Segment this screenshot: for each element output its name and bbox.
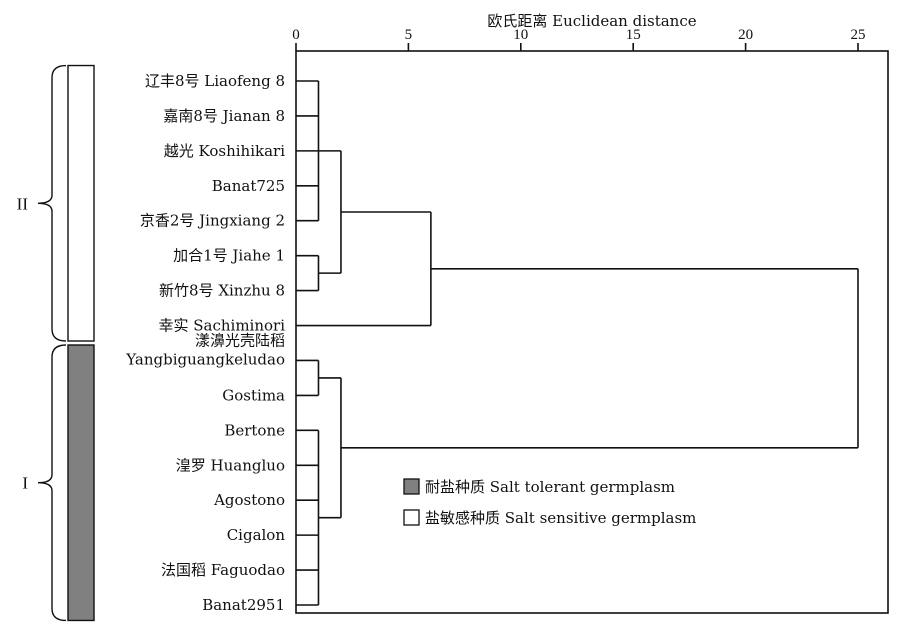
legend-swatch [403, 509, 420, 526]
legend-entry: 盐敏感种质 Salt sensitive germplasm [425, 509, 696, 527]
legend-entry: 耐盐种质 Salt tolerant germplasm [425, 478, 675, 496]
leaf-label: 加合1号 Jiahe 1 [173, 247, 285, 265]
axis-title: 欧氏距离 Euclidean distance [487, 12, 696, 30]
leaf-label: Gostima [222, 386, 285, 404]
leaf-label-line2: Yangbiguangkeludao [125, 350, 285, 368]
leaf-label: 湟罗 Huangluo [176, 456, 285, 474]
leaf-label: Agostono [213, 491, 285, 509]
leaf-label: 漾濞光壳陆稻 [195, 331, 285, 349]
group-brace [37, 344, 67, 622]
leaf-label: 幸实 Sachiminori [158, 317, 285, 335]
axis-tick-label: 0 [292, 27, 300, 43]
leaf-label: 辽丰8号 Liaofeng 8 [145, 72, 285, 90]
group-brace [37, 64, 67, 342]
leaf-labels: 辽丰8号 Liaofeng 8 嘉南8号 Jianan 8 越光 Koshihika… [125, 72, 285, 614]
axis-tick-label: 10 [513, 27, 528, 43]
leaf-label: Cigalon [227, 526, 286, 544]
plot-frame [295, 50, 889, 614]
leaf-label: 嘉南8号 Jianan 8 [163, 107, 285, 125]
axis-tick-label: 5 [405, 27, 413, 43]
leaf-label: Banat2951 [202, 596, 285, 614]
leaf-label: Banat725 [212, 177, 285, 195]
dendrogram-tree [296, 80, 859, 606]
group-label: II [17, 194, 29, 213]
axis-tick-label: 25 [851, 27, 866, 43]
leaf-label: 越光 Koshihikari [164, 142, 285, 160]
leaf-label: 法国稻 Faguodao [161, 561, 285, 579]
axis-tick-label: 15 [626, 27, 641, 43]
group-bar [67, 344, 95, 622]
axis-ticks: 0 5 10 15 20 25 [292, 27, 866, 51]
group-bar [67, 64, 95, 342]
leaf-label: Bertone [224, 421, 285, 439]
axis-tick-label: 20 [738, 27, 753, 43]
legend: 耐盐种质 Salt tolerant germplasm 盐敏感种质 Salt s… [403, 478, 696, 527]
legend-swatch [403, 478, 420, 495]
group-bars: III [17, 64, 95, 622]
leaf-label: 京香2号 Jingxiang 2 [140, 212, 285, 230]
leaf-label: 新竹8号 Xinzhu 8 [159, 282, 285, 300]
group-label: I [22, 474, 28, 493]
